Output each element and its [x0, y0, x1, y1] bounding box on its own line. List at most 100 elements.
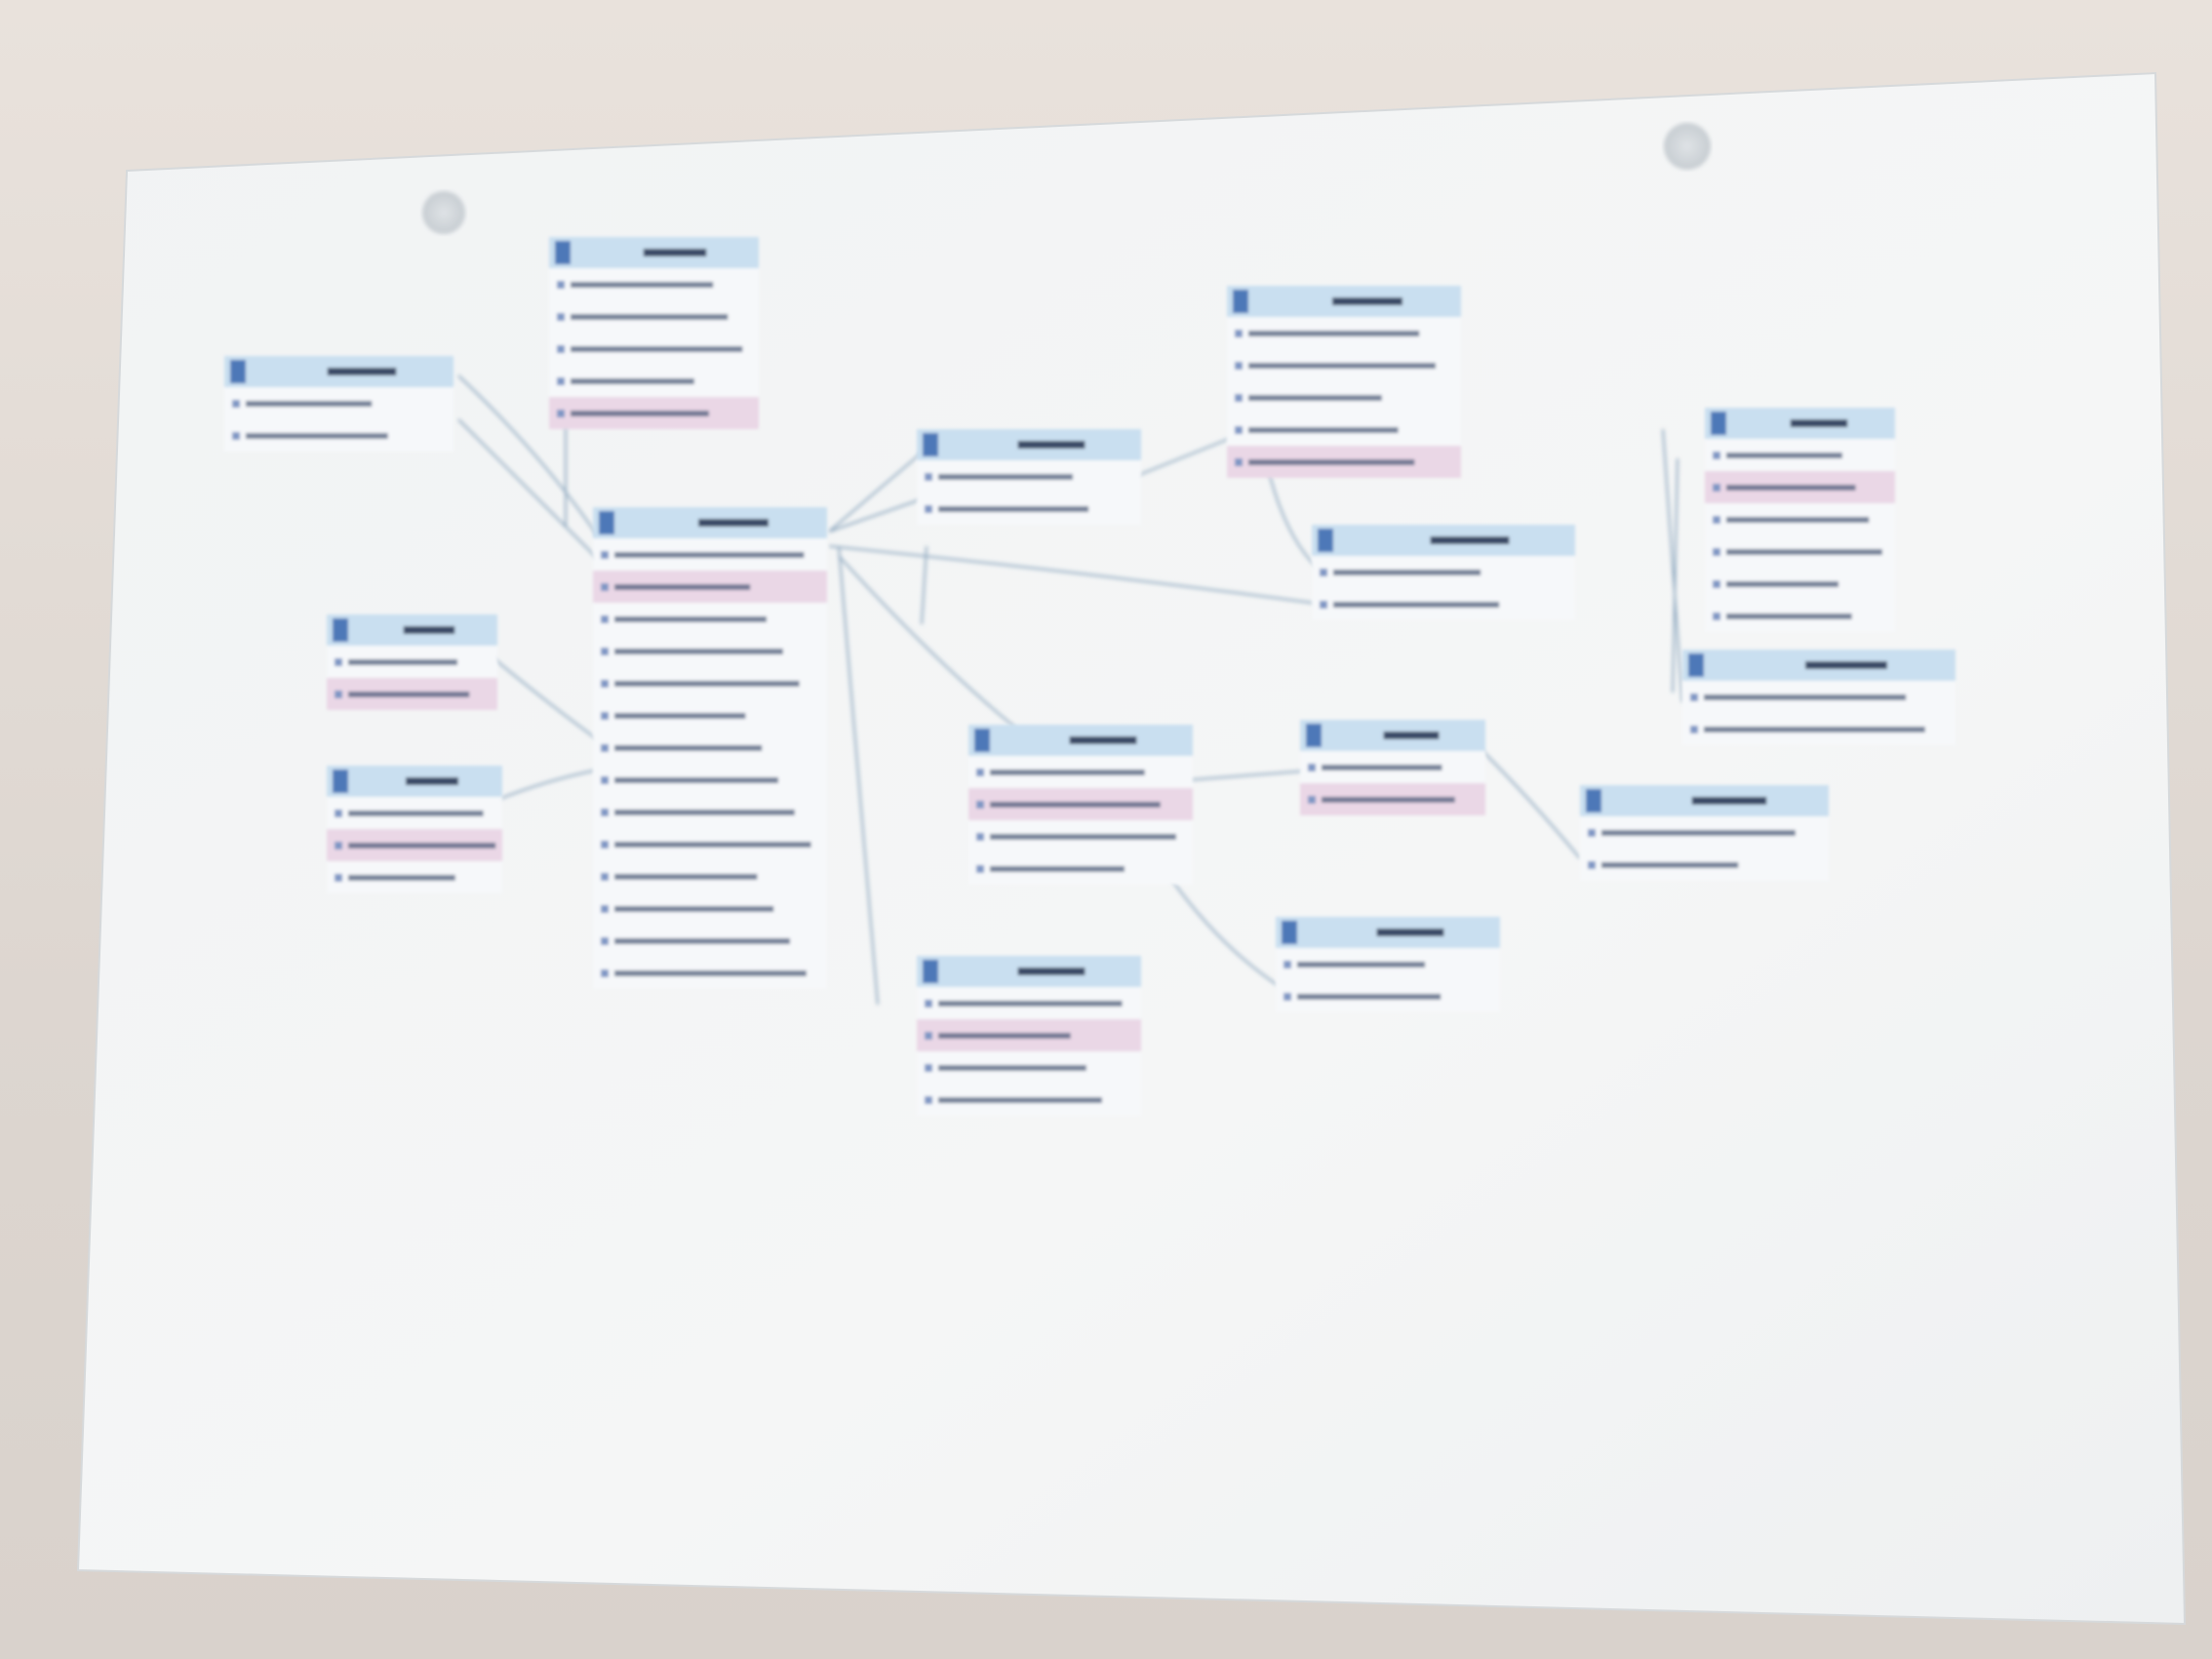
column-text-smudge — [614, 713, 746, 719]
column-text-smudge — [1726, 453, 1842, 458]
column-text-smudge — [348, 875, 455, 881]
column-icon — [601, 680, 609, 688]
column-text-smudge — [614, 745, 763, 751]
column-icon — [925, 1032, 932, 1040]
column-text-smudge — [348, 659, 457, 665]
column-icon — [601, 969, 609, 977]
column-icon — [335, 810, 342, 817]
column-icon — [335, 658, 342, 666]
column-text-smudge — [990, 770, 1145, 775]
table-icon — [1711, 412, 1726, 435]
column-icon — [232, 432, 240, 440]
column-text-smudge — [348, 843, 496, 849]
table-title-smudge — [698, 519, 769, 527]
column-icon — [601, 776, 609, 784]
column-icon — [232, 400, 240, 408]
column-icon — [601, 615, 609, 623]
column-text-smudge — [990, 802, 1161, 808]
column-text-smudge — [1601, 830, 1796, 836]
column-text-smudge — [990, 866, 1125, 872]
column-text-smudge — [614, 584, 751, 590]
table-title-smudge — [1790, 419, 1848, 427]
table-title-smudge — [1017, 441, 1086, 449]
column-icon — [601, 873, 609, 881]
column-text-smudge — [1704, 694, 1907, 700]
table-icon — [1688, 653, 1704, 677]
table-title-smudge — [1691, 797, 1767, 805]
column-text-smudge — [1333, 602, 1500, 608]
er-table-table-k — [1300, 720, 1485, 815]
column-text-smudge — [938, 1097, 1102, 1103]
column-text-smudge — [571, 314, 729, 320]
column-text-smudge — [614, 874, 758, 880]
er-table-table-h — [1312, 525, 1575, 620]
column-icon — [1713, 548, 1720, 556]
column-text-smudge — [938, 506, 1089, 512]
column-text-smudge — [1322, 765, 1442, 770]
column-text-smudge — [1248, 363, 1436, 369]
column-icon — [1235, 362, 1243, 370]
column-icon — [925, 1064, 932, 1072]
table-title-smudge — [1376, 928, 1444, 936]
column-icon — [601, 905, 609, 913]
column-icon — [1713, 612, 1720, 620]
column-text-smudge — [614, 681, 800, 687]
column-icon — [1308, 796, 1316, 804]
er-table-table-d — [327, 614, 497, 710]
column-text-smudge — [246, 401, 373, 407]
column-icon — [925, 505, 932, 513]
column-text-smudge — [1248, 427, 1399, 433]
column-text-smudge — [1297, 994, 1442, 1000]
column-text-smudge — [571, 411, 709, 416]
table-title-smudge — [1383, 731, 1440, 739]
pin-right — [1664, 123, 1711, 170]
column-text-smudge — [938, 474, 1073, 480]
column-icon — [557, 410, 565, 417]
column-icon — [1320, 601, 1327, 609]
column-icon — [601, 712, 609, 720]
table-icon — [1233, 290, 1248, 313]
column-icon — [1320, 569, 1327, 576]
column-text-smudge — [1601, 862, 1739, 868]
column-text-smudge — [1333, 570, 1481, 575]
table-icon — [333, 770, 348, 793]
table-icon — [1282, 921, 1297, 944]
column-text-smudge — [246, 433, 388, 439]
table-title-smudge — [327, 368, 397, 375]
er-table-table-f — [917, 429, 1141, 525]
column-icon — [976, 801, 984, 809]
column-icon — [976, 769, 984, 776]
table-icon — [1306, 724, 1322, 747]
column-text-smudge — [348, 691, 470, 697]
column-text-smudge — [1726, 581, 1839, 587]
column-text-smudge — [348, 810, 484, 816]
table-title-smudge — [1017, 968, 1086, 975]
table-icon — [1586, 789, 1601, 812]
column-text-smudge — [1726, 485, 1856, 491]
column-text-smudge — [938, 1033, 1071, 1039]
column-icon — [601, 744, 609, 752]
column-icon — [335, 874, 342, 882]
column-icon — [925, 1096, 932, 1104]
table-title-smudge — [643, 249, 707, 257]
column-text-smudge — [571, 346, 743, 352]
table-icon — [333, 618, 348, 642]
column-icon — [601, 583, 609, 591]
table-icon — [230, 360, 246, 383]
column-icon — [1308, 764, 1316, 771]
column-icon — [1235, 330, 1243, 337]
er-table-table-c — [593, 507, 827, 989]
column-icon — [1284, 993, 1291, 1001]
column-icon — [601, 841, 609, 849]
table-icon — [555, 241, 571, 264]
column-icon — [1713, 484, 1720, 492]
column-icon — [1235, 458, 1243, 466]
er-table-table-i — [968, 725, 1193, 885]
column-text-smudge — [1322, 797, 1455, 803]
column-text-smudge — [1297, 962, 1426, 968]
column-icon — [1713, 516, 1720, 524]
column-text-smudge — [1726, 613, 1852, 619]
column-icon — [557, 313, 565, 321]
